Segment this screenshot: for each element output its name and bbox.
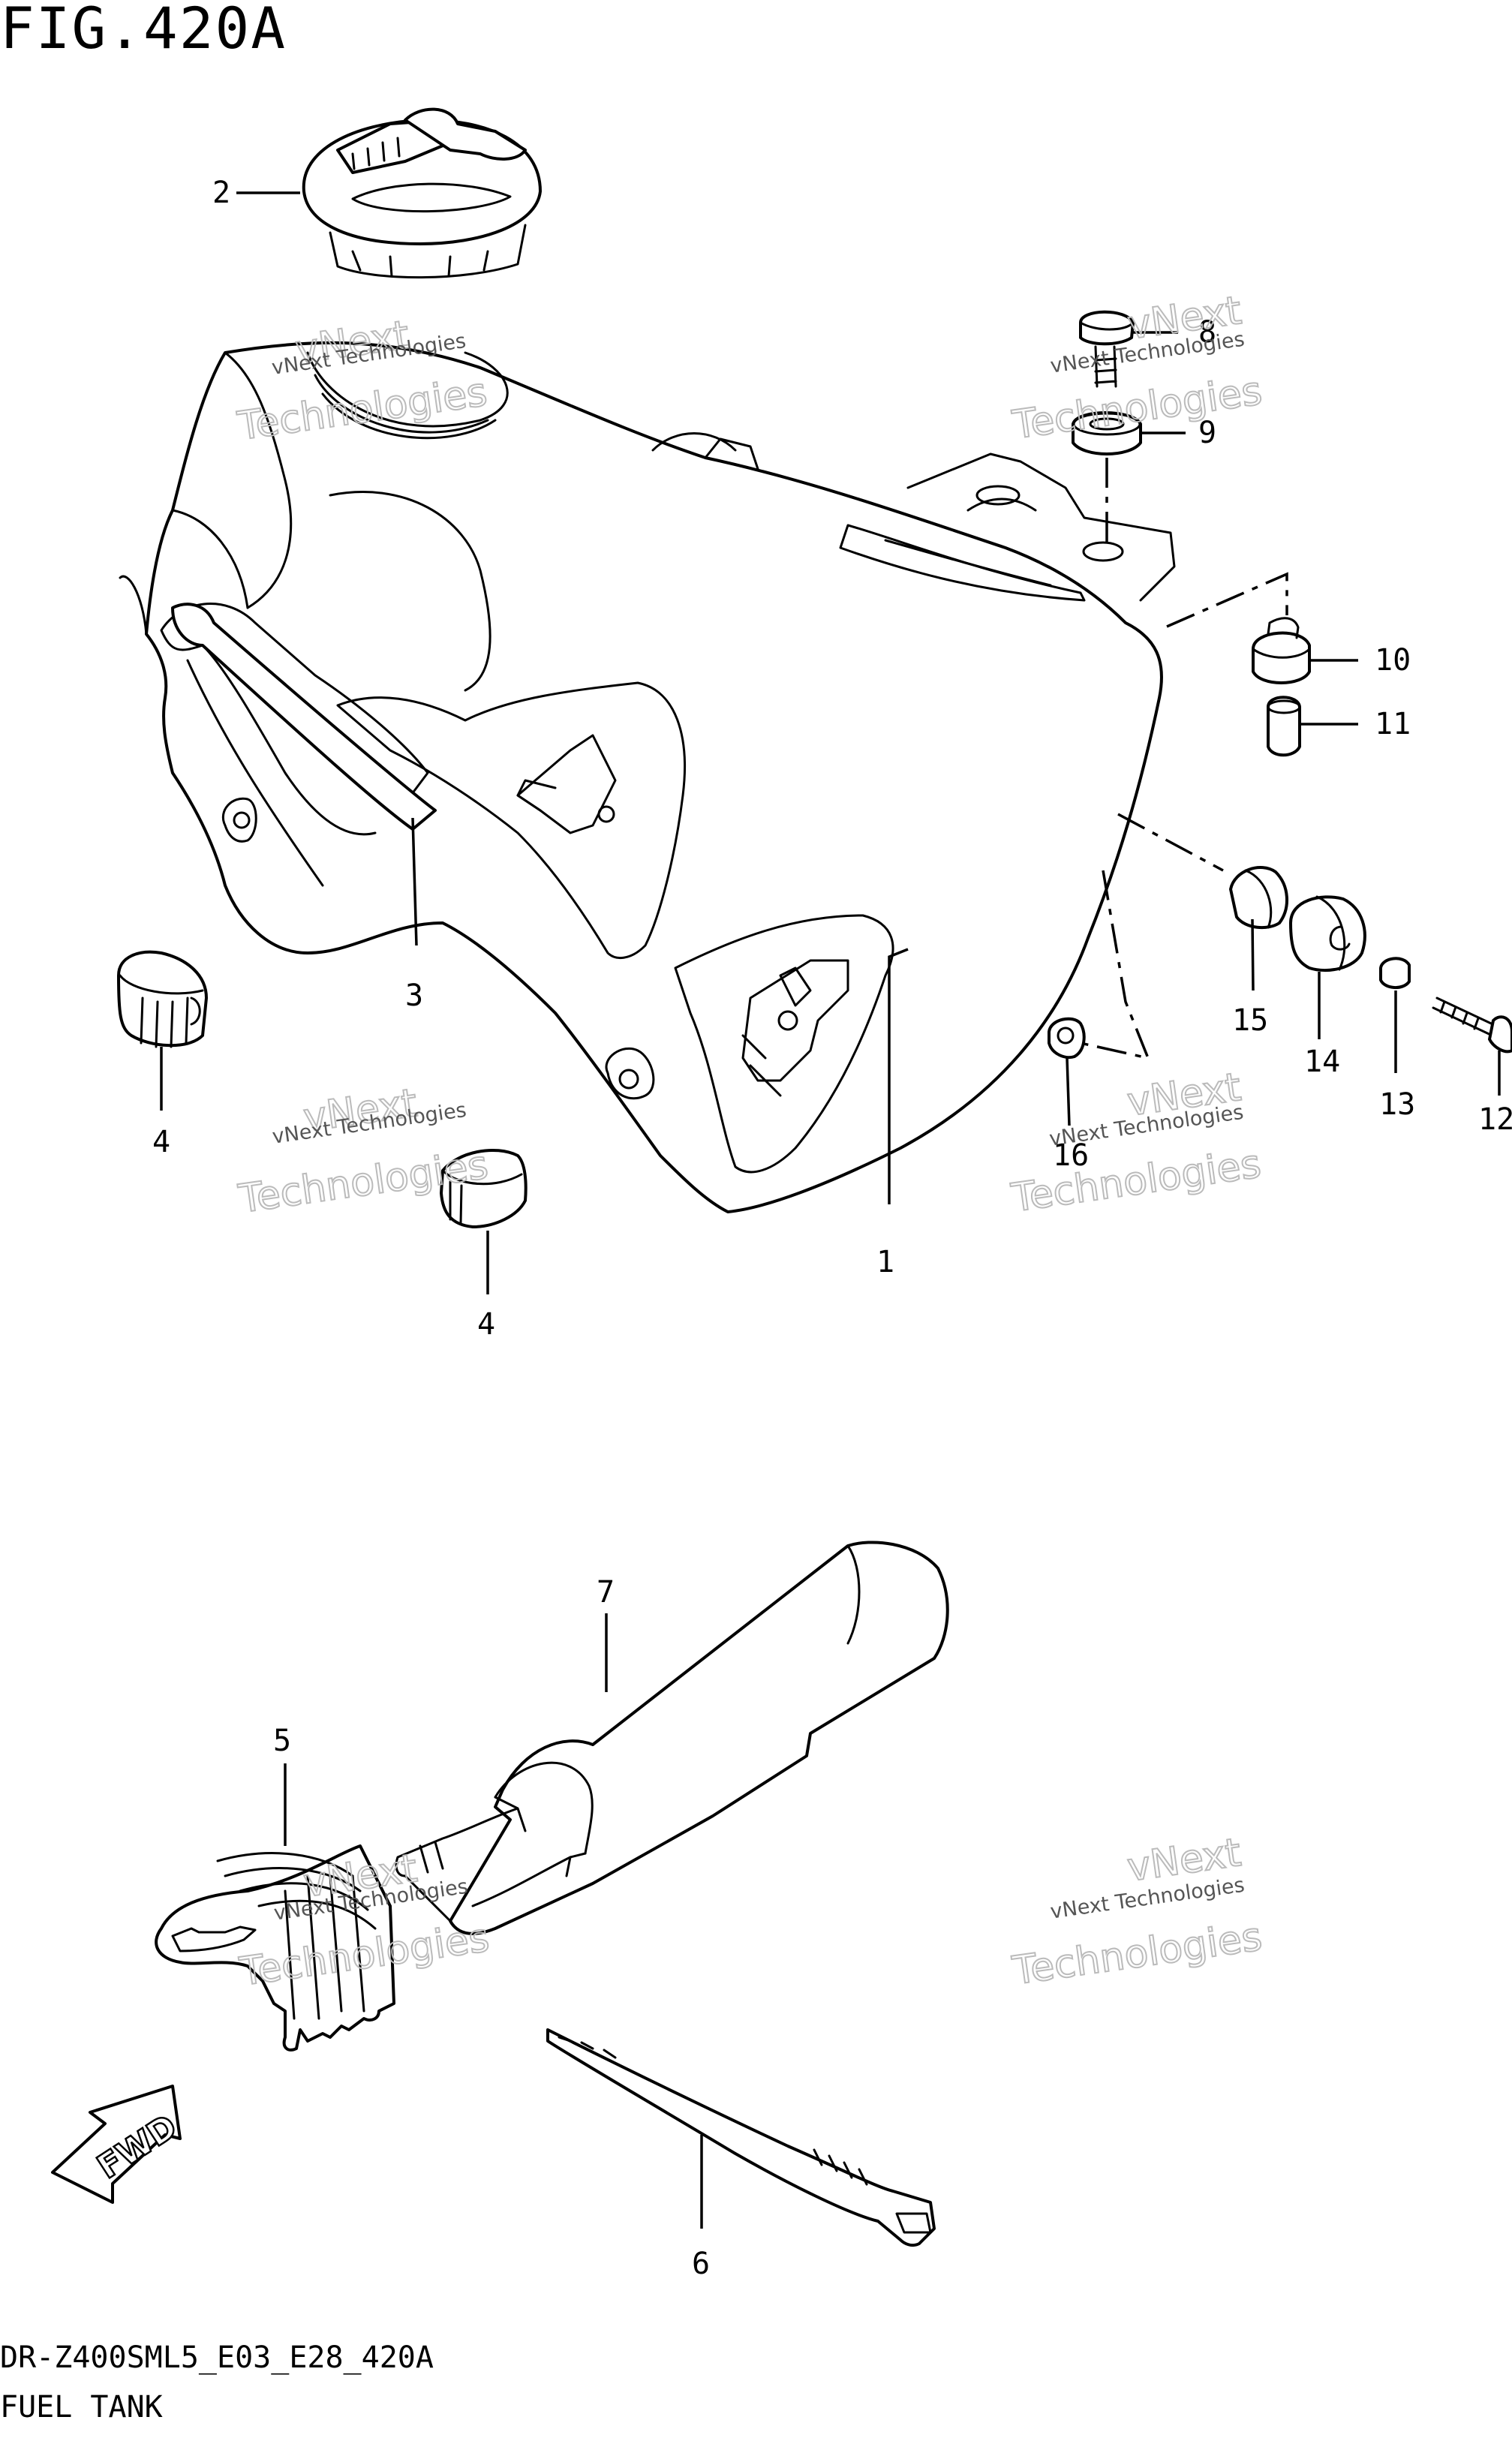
nut-16-part[interactable] (1048, 1017, 1086, 1059)
section-name: FUEL TANK (0, 2390, 163, 2424)
callout-10: 10 (1375, 643, 1411, 678)
callout-2: 2 (212, 176, 230, 210)
leader-lines (160, 191, 1501, 2229)
model-code: DR-Z400SML5_E03_E28_420A (0, 2340, 434, 2375)
fuel-tank-part[interactable] (119, 341, 1176, 1213)
watermark-1: vNext vNext Technologies Technologies (234, 312, 491, 450)
watermark-2: vNext vNext Technologies Technologies (1009, 287, 1265, 449)
cushion-10-part[interactable] (1252, 617, 1311, 684)
forward-direction-arrow: FWD (51, 2085, 185, 2204)
callout-7: 7 (597, 1575, 615, 1610)
cushion-14-part[interactable] (1289, 895, 1366, 972)
bolt-8-part[interactable] (1079, 310, 1135, 388)
callout-16: 16 (1053, 1138, 1089, 1173)
cushion-15-part[interactable] (1229, 866, 1289, 930)
callout-8: 8 (1198, 315, 1216, 350)
svg-text:Technologies: Technologies (1009, 1141, 1264, 1221)
callout-5: 5 (273, 1724, 291, 1758)
breather-hose-part[interactable] (171, 603, 437, 831)
watermark-4: vNext vNext Technologies Technologies (1008, 1064, 1264, 1222)
callout-labels: 1 2 3 4 4 5 6 7 8 9 10 11 12 13 14 15 16 (152, 176, 1512, 2281)
callout-15: 15 (1232, 1003, 1268, 1038)
callout-11: 11 (1375, 707, 1411, 741)
collar-11-part[interactable] (1267, 696, 1301, 757)
damper-4a-part[interactable] (117, 950, 208, 1048)
callout-4a: 4 (152, 1125, 170, 1159)
protector-7-part[interactable] (395, 1541, 949, 1935)
svg-text:Technologies: Technologies (1009, 1914, 1264, 1994)
collar-13-part[interactable] (1379, 957, 1411, 989)
svg-text:Technologies: Technologies (235, 370, 490, 449)
callout-4b: 4 (477, 1307, 495, 1342)
damper-4b-part[interactable] (440, 1149, 528, 1228)
fuel-cap-part[interactable] (302, 107, 542, 279)
callout-12: 12 (1478, 1102, 1512, 1137)
figure-title: FIG.420A (0, 0, 287, 62)
bolt-12-part[interactable] (1432, 997, 1512, 1054)
callout-14: 14 (1304, 1045, 1340, 1079)
watermark-6: vNext vNext Technologies Technologies (1009, 1829, 1265, 1995)
washer-9-part[interactable] (1072, 411, 1142, 455)
callout-6: 6 (692, 2247, 710, 2281)
clamp-5-part[interactable] (155, 1844, 395, 2052)
callout-13: 13 (1379, 1087, 1415, 1122)
callout-3: 3 (405, 978, 423, 1013)
callout-9: 9 (1198, 416, 1216, 450)
callout-1: 1 (876, 1245, 894, 1279)
cable-tie-6-part[interactable] (546, 2028, 936, 2247)
